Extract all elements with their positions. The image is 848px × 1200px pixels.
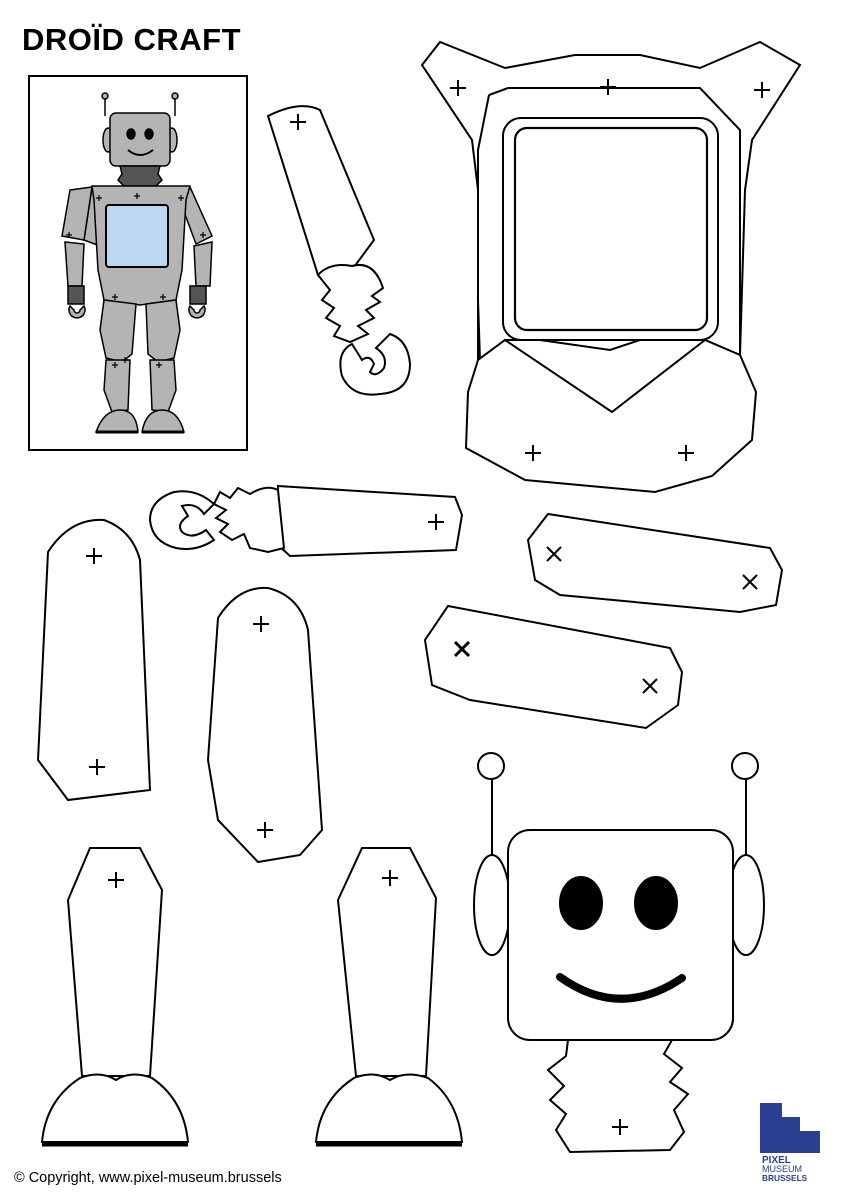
- piece-arm-with-claw-middle[interactable]: [148, 484, 464, 558]
- left-eye: [559, 876, 603, 930]
- logo-line-1: PIXEL: [762, 1155, 791, 1166]
- logo-line-2: MUSEUM: [762, 1164, 802, 1174]
- piece-torso[interactable]: [420, 40, 802, 494]
- copyright-notice: © Copyright, www.pixel-museum.brussels: [14, 1170, 282, 1186]
- piece-forearm-upper[interactable]: [526, 512, 784, 614]
- assembled-robot-preview: [28, 75, 248, 451]
- pixel-museum-logo: PIXEL MUSEUM BRUSSELS: [760, 1103, 820, 1183]
- piece-leg-left[interactable]: [40, 847, 190, 1147]
- piece-head[interactable]: [473, 752, 765, 1154]
- piece-thigh-left[interactable]: [36, 518, 152, 802]
- mouth: [556, 973, 686, 1003]
- piece-leg-middle[interactable]: [314, 847, 464, 1147]
- preview-markers: [66, 193, 206, 368]
- piece-forearm-lower[interactable]: [423, 604, 684, 730]
- piece-thigh-middle[interactable]: [206, 586, 324, 864]
- logo-line-3: BRUSSELS: [762, 1173, 808, 1183]
- right-eye: [634, 876, 678, 930]
- preview-robot: [61, 92, 213, 434]
- piece-arm-with-claw-upper[interactable]: [266, 105, 412, 396]
- page-title: DROÏD CRAFT: [22, 22, 242, 57]
